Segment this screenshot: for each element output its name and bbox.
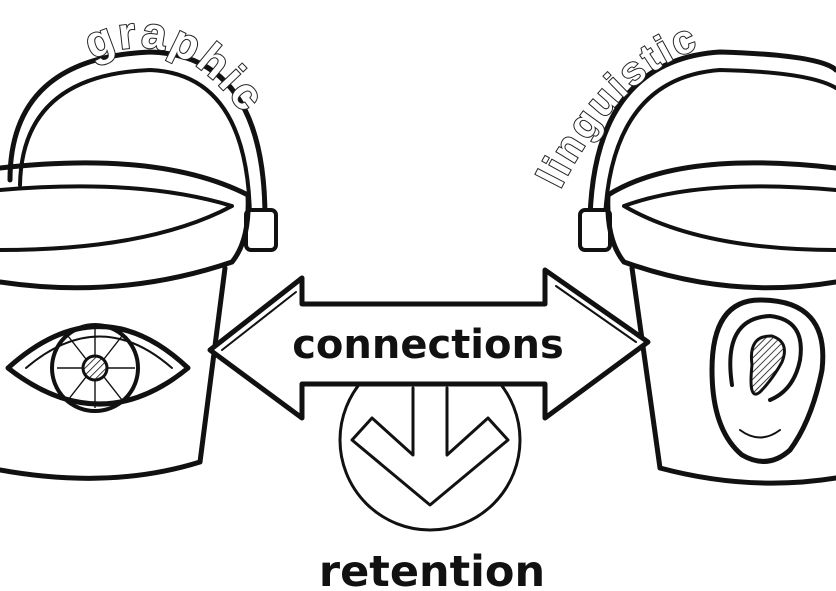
left-bucket-rim — [0, 160, 251, 291]
left-bucket-handle-clip — [244, 208, 278, 252]
connections-arrow — [207, 267, 651, 421]
eye-icon — [5, 323, 191, 413]
retention-label: retention — [319, 547, 545, 591]
left-bucket-handle-outer — [7, 49, 268, 221]
right-bucket-handle-outer — [587, 49, 836, 221]
graphic-label: graphic — [78, 8, 275, 122]
left-bucket-body — [0, 265, 228, 481]
right-bucket-rim-opening — [622, 184, 836, 252]
right-bucket — [578, 49, 836, 486]
left-bucket — [0, 49, 278, 481]
left-bucket-handle-inner — [18, 68, 252, 220]
right-bucket-body — [629, 265, 836, 486]
right-bucket-handle-clip — [578, 208, 612, 252]
right-bucket-handle-inner — [603, 68, 836, 220]
left-bucket-rim-opening — [0, 184, 234, 252]
ear-icon — [709, 297, 826, 464]
right-bucket-rim — [605, 160, 836, 291]
connections-label: connections — [292, 322, 564, 368]
